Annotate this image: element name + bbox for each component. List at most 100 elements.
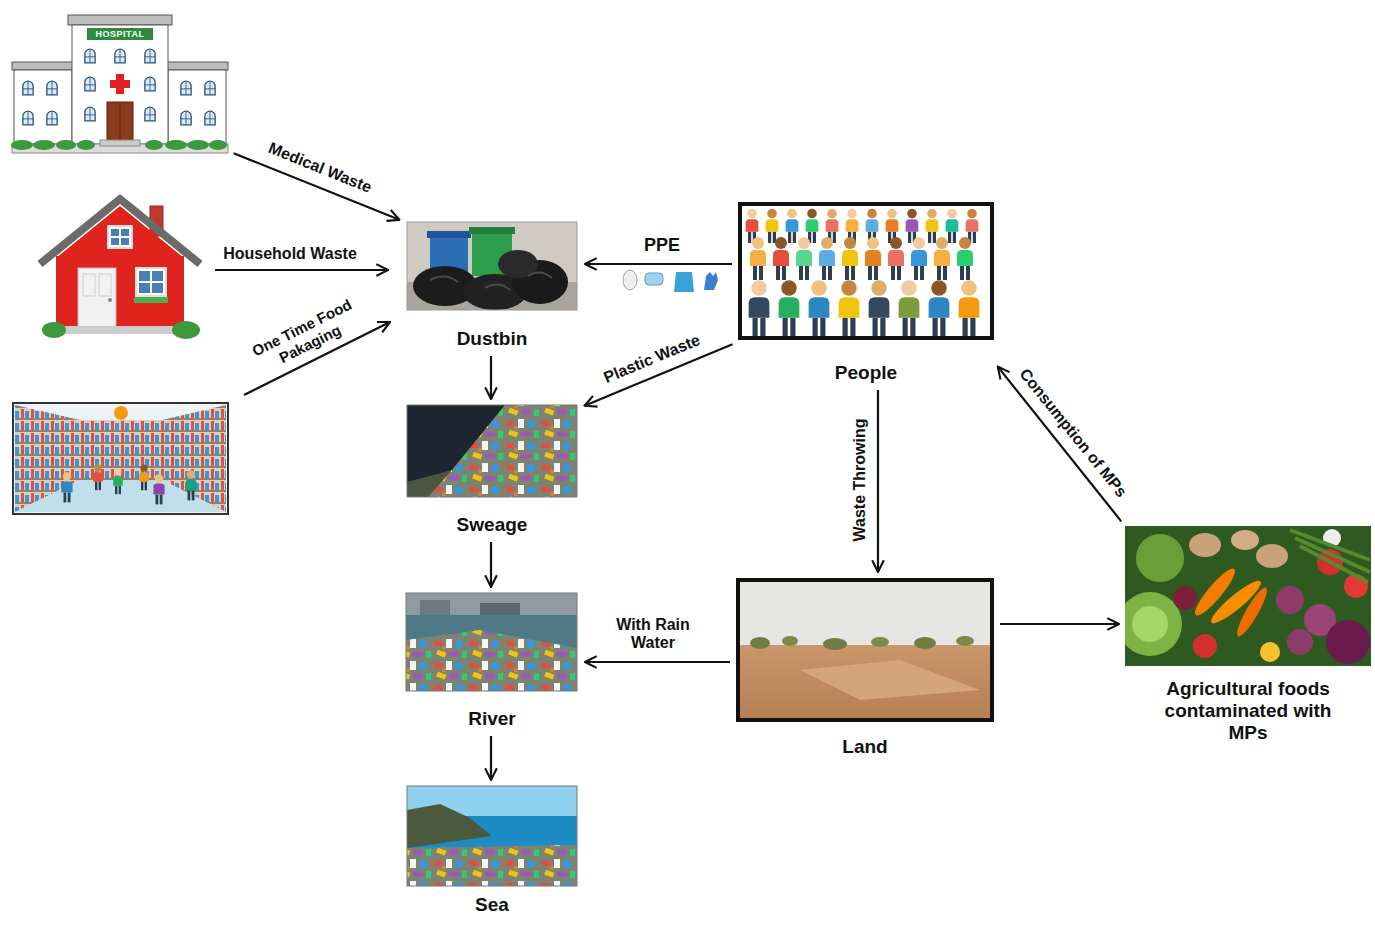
flow-arrow [585,263,732,265]
hospital-illustration-part [85,49,95,63]
flow-arrow [998,367,1122,522]
river-photo-part [406,593,577,691]
flow-arrow [490,736,492,780]
crowd-illustration-part [911,237,927,280]
crowd-illustration-part [865,237,881,280]
crowd-illustration-part [773,237,789,280]
hospital-illustration-part [145,107,155,121]
crowd-illustration-part [957,237,973,280]
house-illustration-part [111,238,119,245]
hospital-node: HOSPITAL [12,15,228,158]
crowd-illustration-part [740,204,992,338]
sea-photo-part [407,786,577,886]
flow-arrow [1000,623,1119,625]
crowd-illustration-part [766,209,779,243]
free-arrows-part [215,269,388,271]
dustbin-photo [407,222,577,310]
crowd-illustration [740,204,992,338]
picture-node: Land [736,578,994,758]
node-caption: Agricultural foods contaminated with MPs [1148,678,1348,744]
hospital-illustration-part [68,15,172,25]
picture-node: People [738,202,994,384]
node-caption: Dustbin [405,328,579,350]
picture-slot [738,202,994,340]
hospital-illustration-part [145,49,155,63]
house-illustration-part [99,274,111,296]
edge-label: With Rain Water [607,616,699,652]
sewage-photo-part [428,405,577,497]
hospital-illustration-part [47,81,57,95]
vegetables-photo-part [1287,629,1313,655]
hospital-illustration-part [47,111,57,125]
house-illustration-part [108,298,112,302]
picture-slot [1125,526,1371,666]
vegetables-photo-part [1125,592,1182,656]
house-illustration-part [172,321,200,339]
supermarket-illustration-part [61,472,72,502]
house-illustration-part [83,274,95,296]
crowd-illustration-part [959,280,980,336]
hospital-illustration-part [11,140,33,150]
sewage-photo-part [407,405,577,497]
land-photo-part [823,638,847,650]
node-caption: Sea [405,894,579,916]
hospital-illustration [11,15,228,153]
hospital-illustration-part [120,102,121,142]
vegetables-photo-part [1173,586,1197,610]
crowd-illustration-part [819,237,835,280]
crowd-illustration-part [839,280,860,336]
edge-label: Plastic Waste [601,331,703,387]
vegetables-photo-part [1189,533,1221,557]
hospital-illustration-part [33,140,55,150]
vegetables-photo-part [1326,620,1370,664]
sign-text: HOSPITAL [86,27,154,41]
arrow-label: One Time Food Pakaging [240,291,372,381]
picture-slot [405,222,579,310]
picture-node: Sweage [405,405,579,536]
land-photo-part [750,637,770,649]
supermarket-illustration-part [114,406,128,420]
picture-slot [405,786,579,886]
house-illustration-part [42,322,66,338]
hospital-illustration-part [100,140,140,146]
supermarket-illustration-part [113,468,123,494]
house-illustration-part [50,326,190,334]
crowd-illustration-part [934,237,950,280]
crowd-illustration-part [946,209,959,243]
land-photo [738,580,992,720]
hospital-illustration-part [110,80,130,88]
house-illustration-part [78,268,116,328]
sewage-photo-part [407,405,577,497]
crowd-illustration-part [899,280,920,336]
house-illustration [40,199,200,339]
node-caption: People [738,362,994,384]
hospital-illustration-part [205,111,215,125]
vegetables-photo [1125,526,1371,666]
hospital-illustration-part [145,140,163,150]
river-photo-part [420,600,450,615]
house-illustration-part [136,268,166,296]
node-caption: River [405,708,579,730]
hospital-illustration-part [187,140,209,150]
crowd-illustration-part [842,237,858,280]
house-illustration-part [152,283,163,293]
hospital-illustration-part [12,62,74,70]
vegetables-photo-part [1290,530,1370,582]
dustbin-photo-part [407,222,577,310]
node-caption: Sweage [405,514,579,536]
node-caption: Land [736,736,994,758]
land-photo-part [738,645,992,720]
crowd-illustration-part [809,280,830,336]
sea-photo-part [407,845,577,886]
hospital-illustration-part [181,111,191,125]
land-photo-part [956,636,974,646]
land-photo-part [738,580,992,720]
crowd-illustration-part [929,280,950,336]
supermarket-illustration [13,403,228,514]
house-illustration-part [139,271,150,281]
supermarket-illustration-part [15,405,80,512]
hospital-illustration-part [85,77,95,91]
